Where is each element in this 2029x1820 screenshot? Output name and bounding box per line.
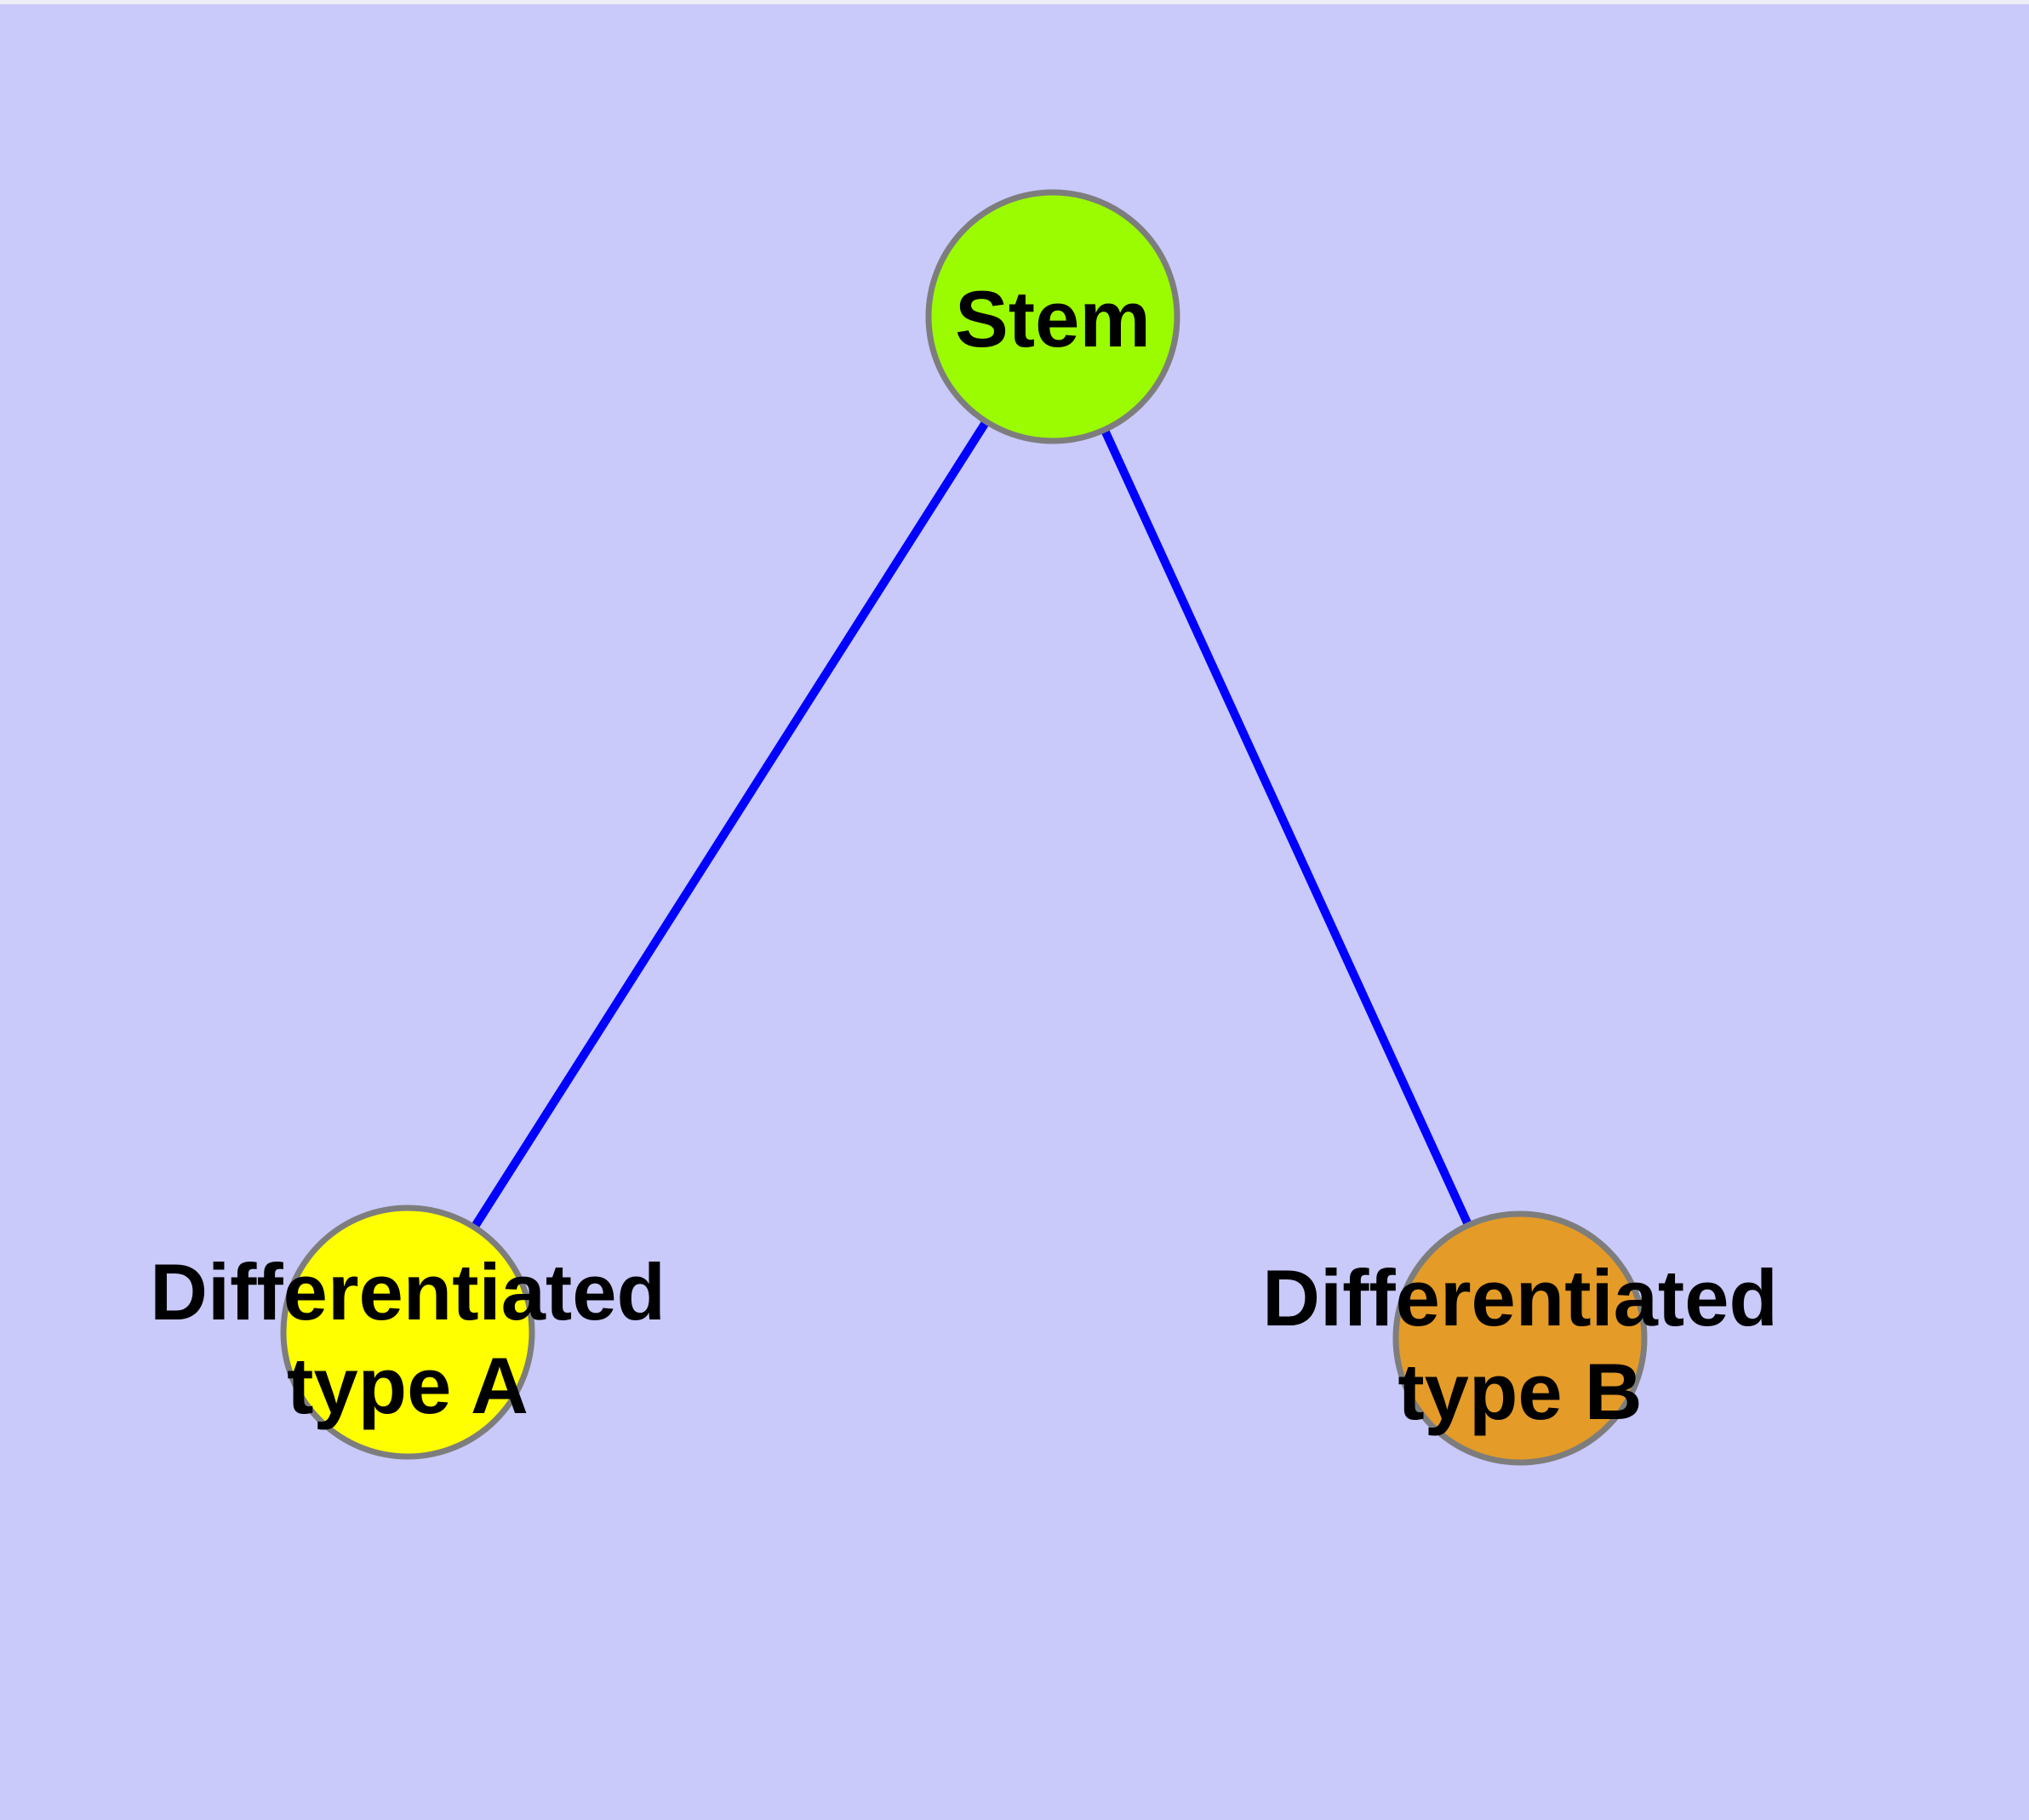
node-differentiated-type-b (1392, 1210, 1648, 1466)
node-type-b-label-line2: type B (1397, 1347, 1642, 1436)
window-top-edge (0, 0, 2029, 4)
node-type-a-label-line1: Differentiated (150, 1247, 666, 1336)
edge-stem-to-type-a (403, 314, 1057, 1335)
node-type-a-label-line2: type A (287, 1341, 529, 1430)
node-differentiated-type-a (280, 1205, 535, 1460)
edge-stem-to-type-b (1049, 314, 1524, 1341)
node-type-b-label-line1: Differentiated (1262, 1253, 1778, 1342)
node-stem-label: Stem (955, 274, 1151, 363)
node-stem (925, 189, 1180, 444)
